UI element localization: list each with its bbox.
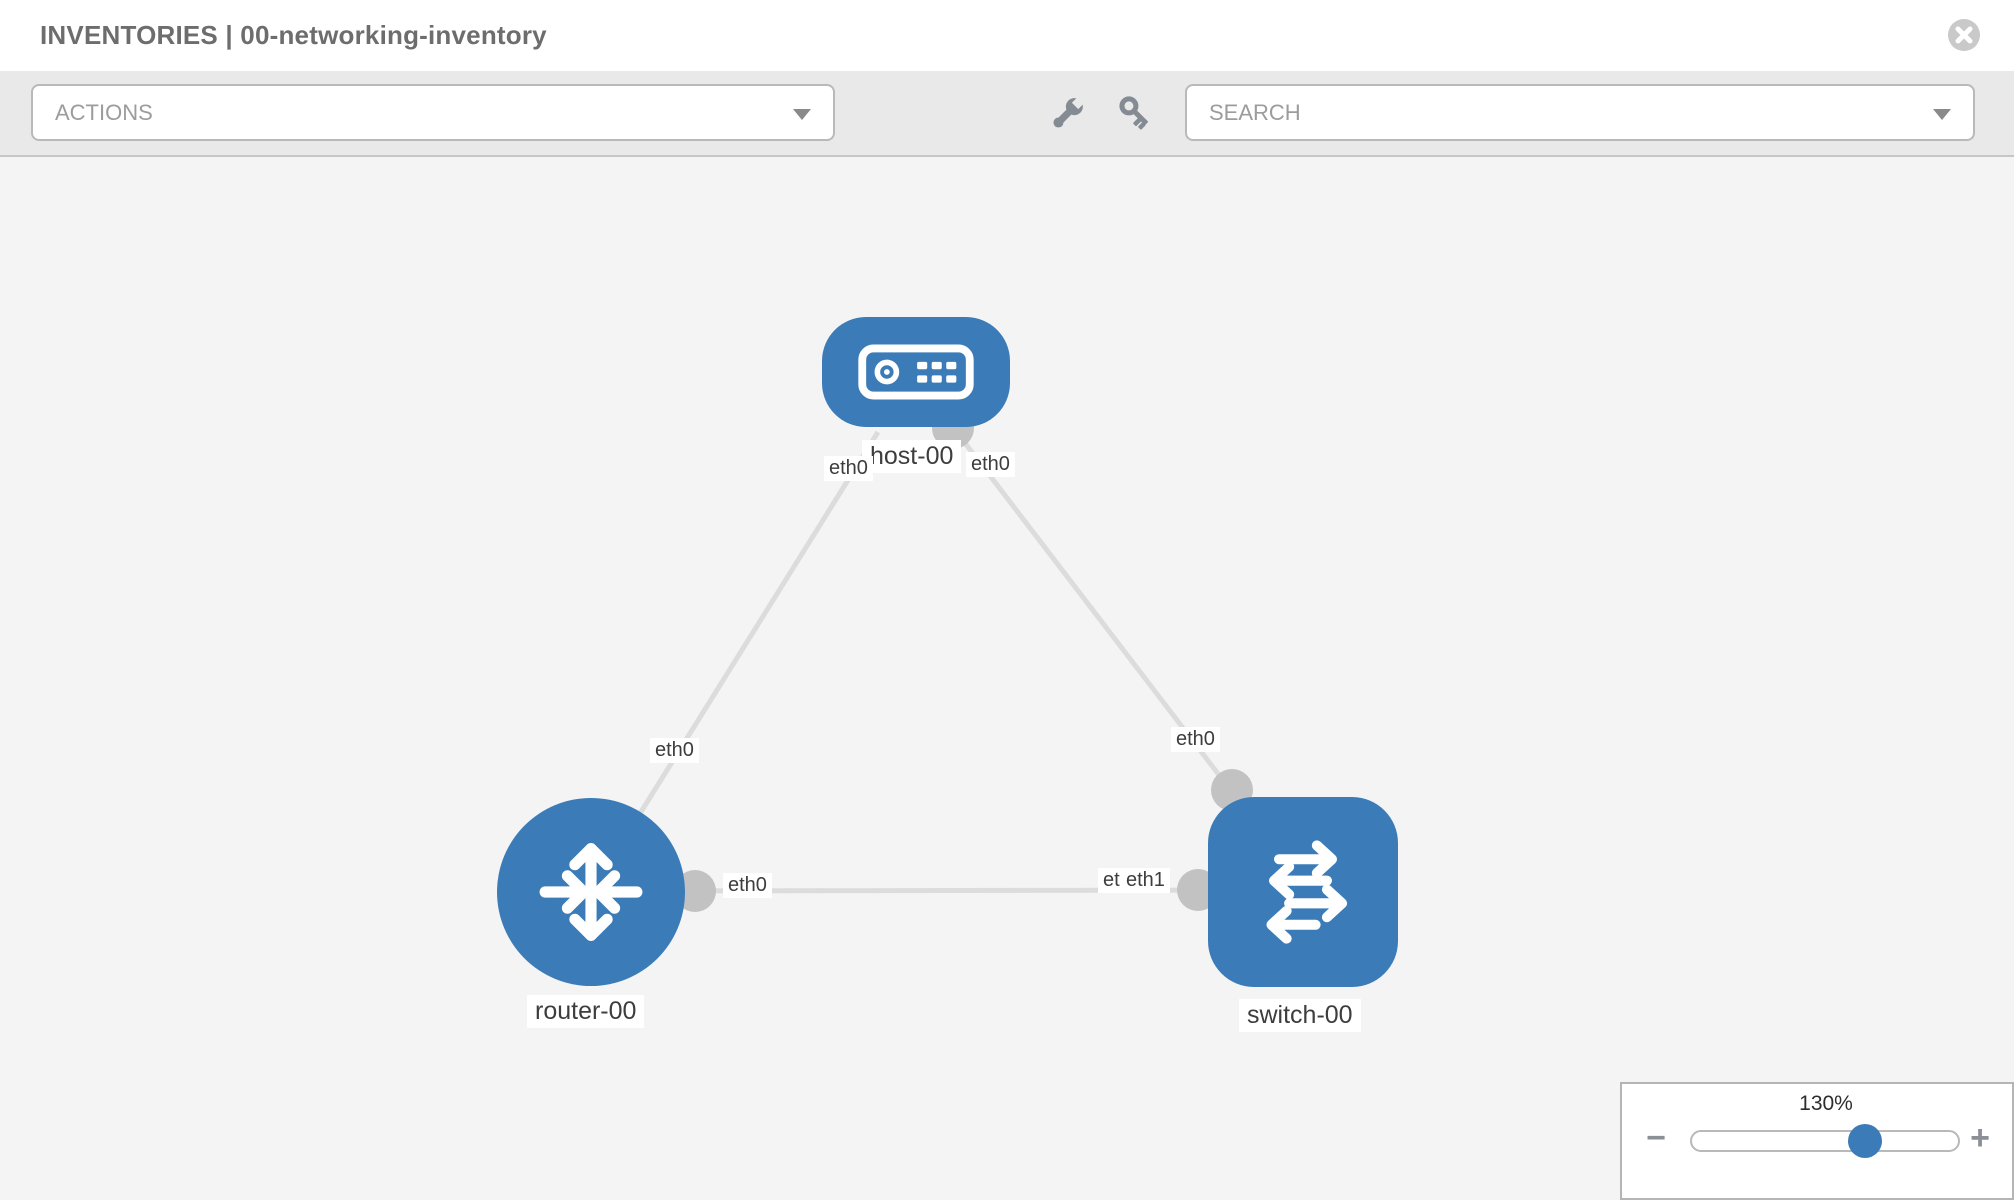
node-label-router-00: router-00 — [527, 995, 645, 1028]
close-button[interactable] — [1947, 18, 1981, 52]
actions-dropdown[interactable]: ACTIONS — [31, 84, 835, 141]
zoom-minus-icon[interactable]: − — [1646, 1119, 1666, 1157]
switch-icon — [1266, 840, 1348, 944]
links-layer — [588, 428, 1304, 894]
header: INVENTORIES | 00-networking-inventory — [0, 0, 2014, 71]
zoom-slider-thumb[interactable] — [1848, 1124, 1882, 1158]
zoom-panel: 130% − + — [1620, 1082, 2014, 1200]
zoom-plus-icon[interactable]: + — [1970, 1119, 1990, 1157]
key-icon[interactable] — [1116, 93, 1156, 133]
toolbar: ACTIONS SEARCH — [0, 71, 2014, 157]
iface-label-eth0-router-right: eth0 — [723, 873, 772, 898]
node-host-00[interactable] — [822, 317, 1010, 427]
search-dropdown[interactable]: SEARCH — [1185, 84, 1975, 141]
search-dropdown-label: SEARCH — [1209, 100, 1301, 125]
router-icon — [539, 843, 643, 941]
iface-label-eth0-switch-top: eth0 — [1171, 727, 1220, 752]
iface-label-eth0-host-right: eth0 — [966, 452, 1015, 477]
actions-dropdown-label: ACTIONS — [55, 100, 153, 125]
topology-canvas[interactable]: host-00 router-00 switch-00 eth0 eth0 et… — [0, 157, 2014, 1200]
host-icon — [858, 344, 974, 400]
page-title: INVENTORIES | 00-networking-inventory — [40, 20, 547, 50]
iface-label-eth0-host-left: eth0 — [824, 456, 873, 481]
node-label-host-00: host-00 — [862, 440, 962, 473]
dropdown-caret-icon — [793, 109, 811, 120]
node-router-00[interactable] — [497, 798, 685, 986]
dropdown-caret-icon — [1933, 109, 1951, 120]
node-switch-00[interactable] — [1208, 797, 1398, 987]
iface-label-eth1-switch-left: eth1 — [1121, 868, 1170, 893]
close-icon — [1948, 19, 1980, 51]
iface-label-eth0-router-top: eth0 — [650, 738, 699, 763]
zoom-value: 130% — [1799, 1092, 1853, 1115]
wrench-icon[interactable] — [1048, 93, 1088, 133]
node-label-switch-00: switch-00 — [1239, 999, 1361, 1032]
zoom-slider-track[interactable] — [1690, 1130, 1960, 1152]
